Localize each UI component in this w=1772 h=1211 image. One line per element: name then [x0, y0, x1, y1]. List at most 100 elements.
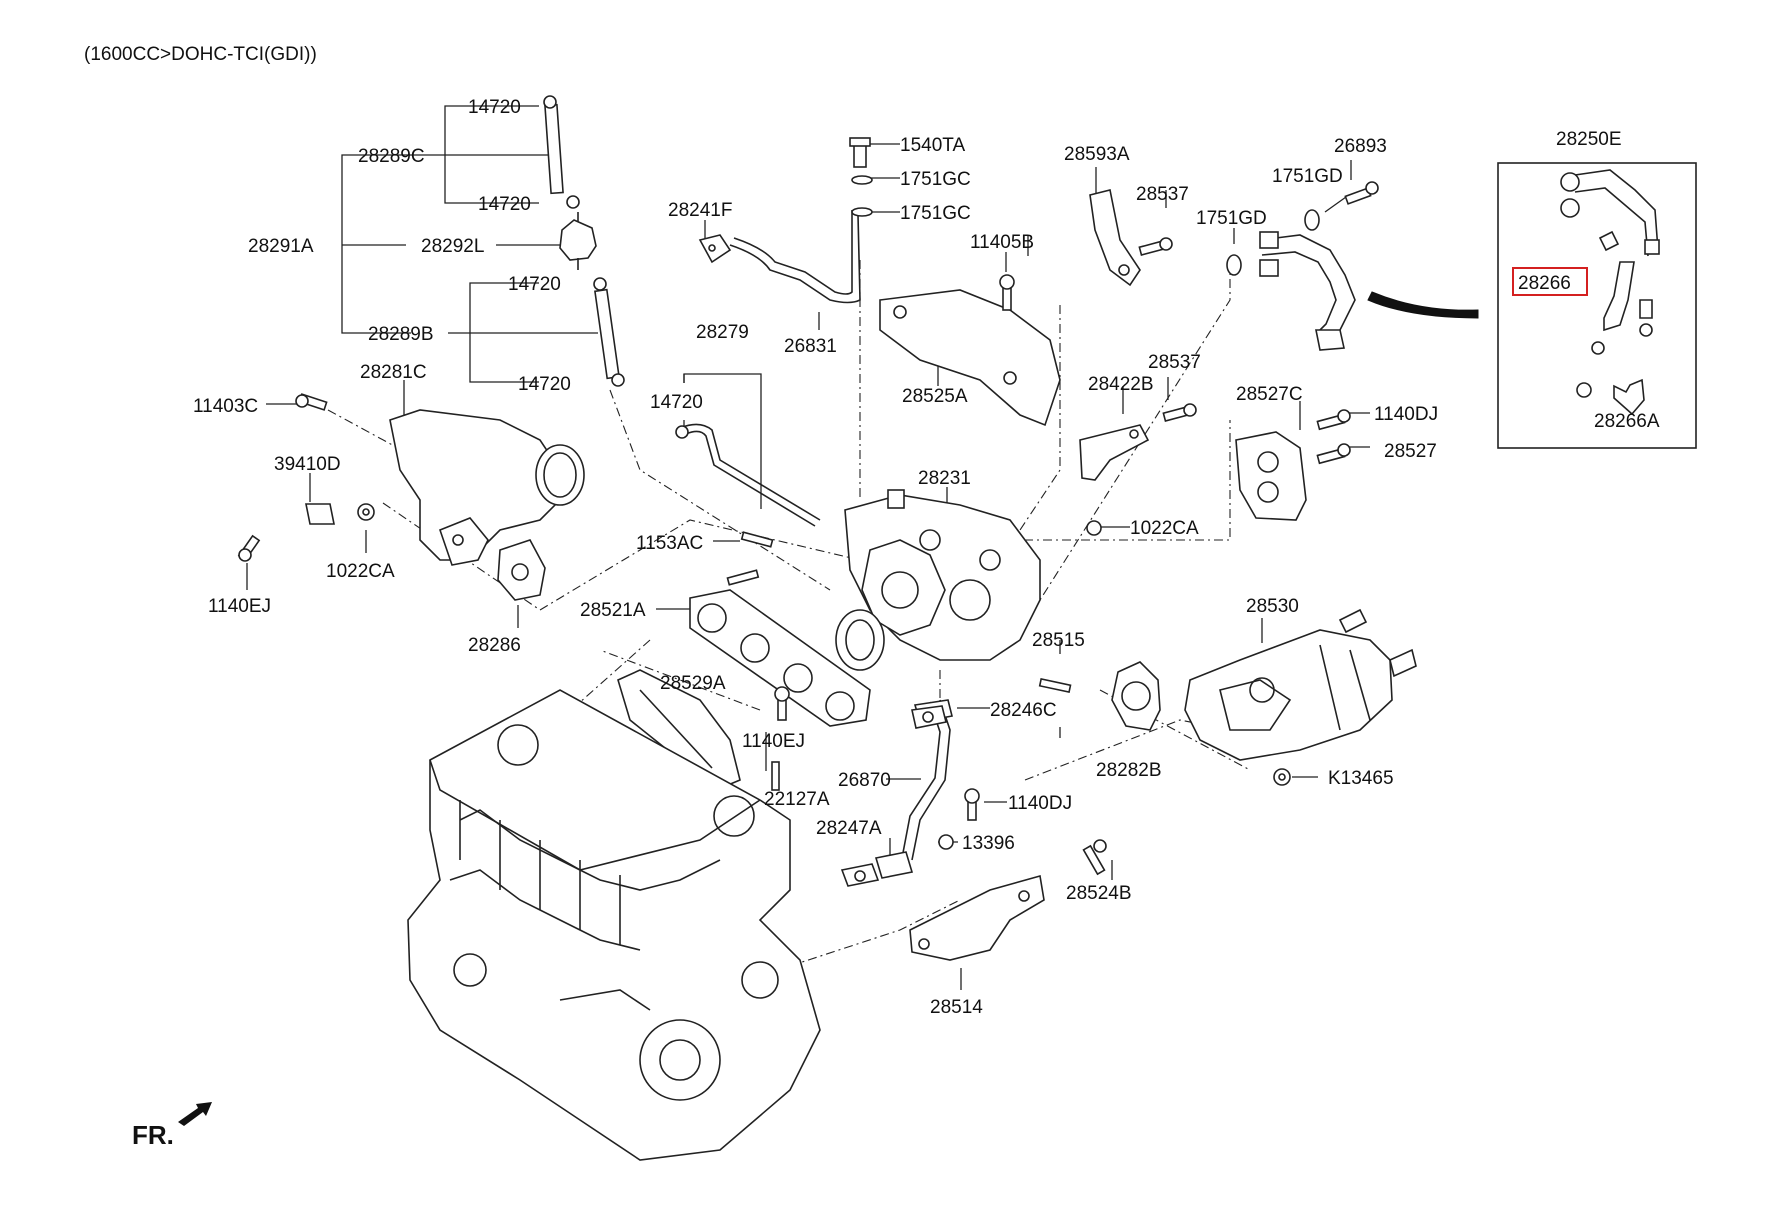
nut-K13465 — [1273, 768, 1291, 786]
label-14720[interactable]: 14720 — [478, 194, 531, 215]
label-13396[interactable]: 13396 — [962, 833, 1015, 854]
label-28515[interactable]: 28515 — [1032, 630, 1085, 651]
label-1140EJ[interactable]: 1140EJ — [208, 596, 271, 617]
label-39410D[interactable]: 39410D — [274, 454, 341, 475]
pcv-hose-upper — [543, 95, 580, 209]
label-28246C[interactable]: 28246C — [990, 700, 1057, 721]
bracket-28514 — [909, 874, 1045, 961]
detail-pipe-assembly — [1560, 169, 1660, 257]
label-28524B[interactable]: 28524B — [1066, 883, 1132, 904]
label-22127A[interactable]: 22127A — [764, 789, 830, 810]
bolt-28524B — [1082, 839, 1107, 876]
detail-box — [1497, 162, 1697, 449]
intake-gasket — [497, 539, 546, 601]
label-1751GD[interactable]: 1751GD — [1196, 208, 1267, 229]
label-11403C[interactable]: 11403C — [193, 396, 258, 417]
label-1022CA[interactable]: 1022CA — [1130, 518, 1199, 539]
diagram-title: (1600CC>DOHC-TCI(GDI)) — [84, 44, 317, 65]
label-11405B[interactable]: 11405B — [970, 232, 1034, 253]
manifold-gasket — [689, 589, 871, 727]
label-1022CA[interactable]: 1022CA — [326, 561, 395, 582]
bracket-28593A — [1089, 189, 1141, 287]
label-28292L[interactable]: 28292L — [421, 236, 484, 257]
label-26893[interactable]: 26893 — [1334, 136, 1387, 157]
nut-13396 — [938, 834, 954, 850]
studs-22127A — [771, 761, 780, 791]
label-14720[interactable]: 14720 — [468, 97, 521, 118]
label-28266A[interactable]: 28266A — [1594, 411, 1660, 432]
label-28247A[interactable]: 28247A — [816, 818, 882, 839]
label-28250E[interactable]: 28250E — [1556, 129, 1622, 150]
label-28514[interactable]: 28514 — [930, 997, 983, 1018]
bolt-28537-lower — [1162, 403, 1197, 422]
washer-1751GD-a — [1226, 254, 1242, 276]
bolt-1140EJ-center — [774, 686, 790, 721]
studs-1153AC — [726, 531, 774, 586]
front-direction-label: FR. — [132, 1120, 174, 1150]
washer-1751GD-b — [1304, 209, 1320, 231]
clip-39410D — [305, 503, 335, 525]
label-1140DJ[interactable]: 1140DJ — [1374, 404, 1438, 425]
label-28593A[interactable]: 28593A — [1064, 144, 1130, 165]
bolt-26893 — [1344, 181, 1379, 205]
coolant-pipe-right — [1259, 231, 1356, 351]
catalytic-converter — [1184, 608, 1417, 761]
label-28291A[interactable]: 28291A — [248, 236, 314, 257]
label-1540TA[interactable]: 1540TA — [900, 135, 965, 156]
part-labels: 14720 28289C 14720 28291A 28292L 14720 2… — [193, 97, 1660, 1018]
bolt-28537-upper — [1138, 237, 1173, 256]
water-pipe-28279 — [675, 423, 821, 527]
highlight-box-28266 — [1512, 267, 1588, 296]
engine-block — [407, 689, 821, 1161]
front-arrow-icon — [178, 1102, 212, 1126]
label-1140DJ[interactable]: 1140DJ — [1008, 793, 1072, 814]
label-28527[interactable]: 28527 — [1384, 441, 1437, 462]
label-28266[interactable]: 28266 — [1518, 273, 1571, 294]
label-1751GC[interactable]: 1751GC — [900, 169, 971, 190]
nut-1022CA-left — [357, 503, 375, 521]
label-1751GC[interactable]: 1751GC — [900, 203, 971, 224]
label-28422B[interactable]: 28422B — [1088, 374, 1154, 395]
label-28537[interactable]: 28537 — [1148, 352, 1201, 373]
nut-1022CA-right — [1086, 520, 1102, 536]
label-28537[interactable]: 28537 — [1136, 184, 1189, 205]
label-28279[interactable]: 28279 — [696, 322, 749, 343]
label-1751GD[interactable]: 1751GD — [1272, 166, 1343, 187]
turbocharger — [835, 489, 1041, 671]
bolt-28527 — [1316, 443, 1351, 465]
gasket-28527C — [1235, 431, 1307, 521]
bolt-11403C — [295, 393, 328, 411]
label-28282B[interactable]: 28282B — [1096, 760, 1162, 781]
label-28527C[interactable]: 28527C — [1236, 384, 1303, 405]
label-28530[interactable]: 28530 — [1246, 596, 1299, 617]
pcv-valve — [559, 212, 607, 291]
label-14720[interactable]: 14720 — [650, 392, 703, 413]
intake-elbow-pipe — [389, 409, 585, 566]
label-26870[interactable]: 26870 — [838, 770, 891, 791]
gasket-28282B — [1111, 661, 1161, 731]
gasket-28246C — [911, 705, 947, 729]
label-26831[interactable]: 26831 — [784, 336, 837, 357]
label-28529A[interactable]: 28529A — [660, 673, 726, 694]
label-28525A[interactable]: 28525A — [902, 386, 968, 407]
label-28521A[interactable]: 28521A — [580, 600, 646, 621]
leader-lines — [246, 105, 1370, 990]
label-14720[interactable]: 14720 — [518, 374, 571, 395]
detail-hose-28266A — [1576, 378, 1645, 416]
label-28289C[interactable]: 28289C — [358, 146, 425, 167]
label-1153AC[interactable]: 1153AC — [636, 533, 703, 554]
label-28286[interactable]: 28286 — [468, 635, 521, 656]
label-1140EJ[interactable]: 1140EJ — [742, 731, 805, 752]
bolt-1140EJ-left — [237, 534, 261, 562]
label-28289B[interactable]: 28289B — [368, 324, 434, 345]
bracket-28422B — [1079, 424, 1150, 481]
label-14720[interactable]: 14720 — [508, 274, 561, 295]
detail-hose-28266 — [1591, 261, 1653, 355]
label-28241F[interactable]: 28241F — [668, 200, 732, 221]
label-K13465[interactable]: K13465 — [1328, 768, 1394, 789]
label-28231[interactable]: 28231 — [918, 468, 971, 489]
label-28281C[interactable]: 28281C — [360, 362, 427, 383]
detail-callout-arrow — [1367, 291, 1479, 319]
heat-shield-upper — [879, 289, 1061, 427]
studs-28515 — [1038, 678, 1072, 694]
